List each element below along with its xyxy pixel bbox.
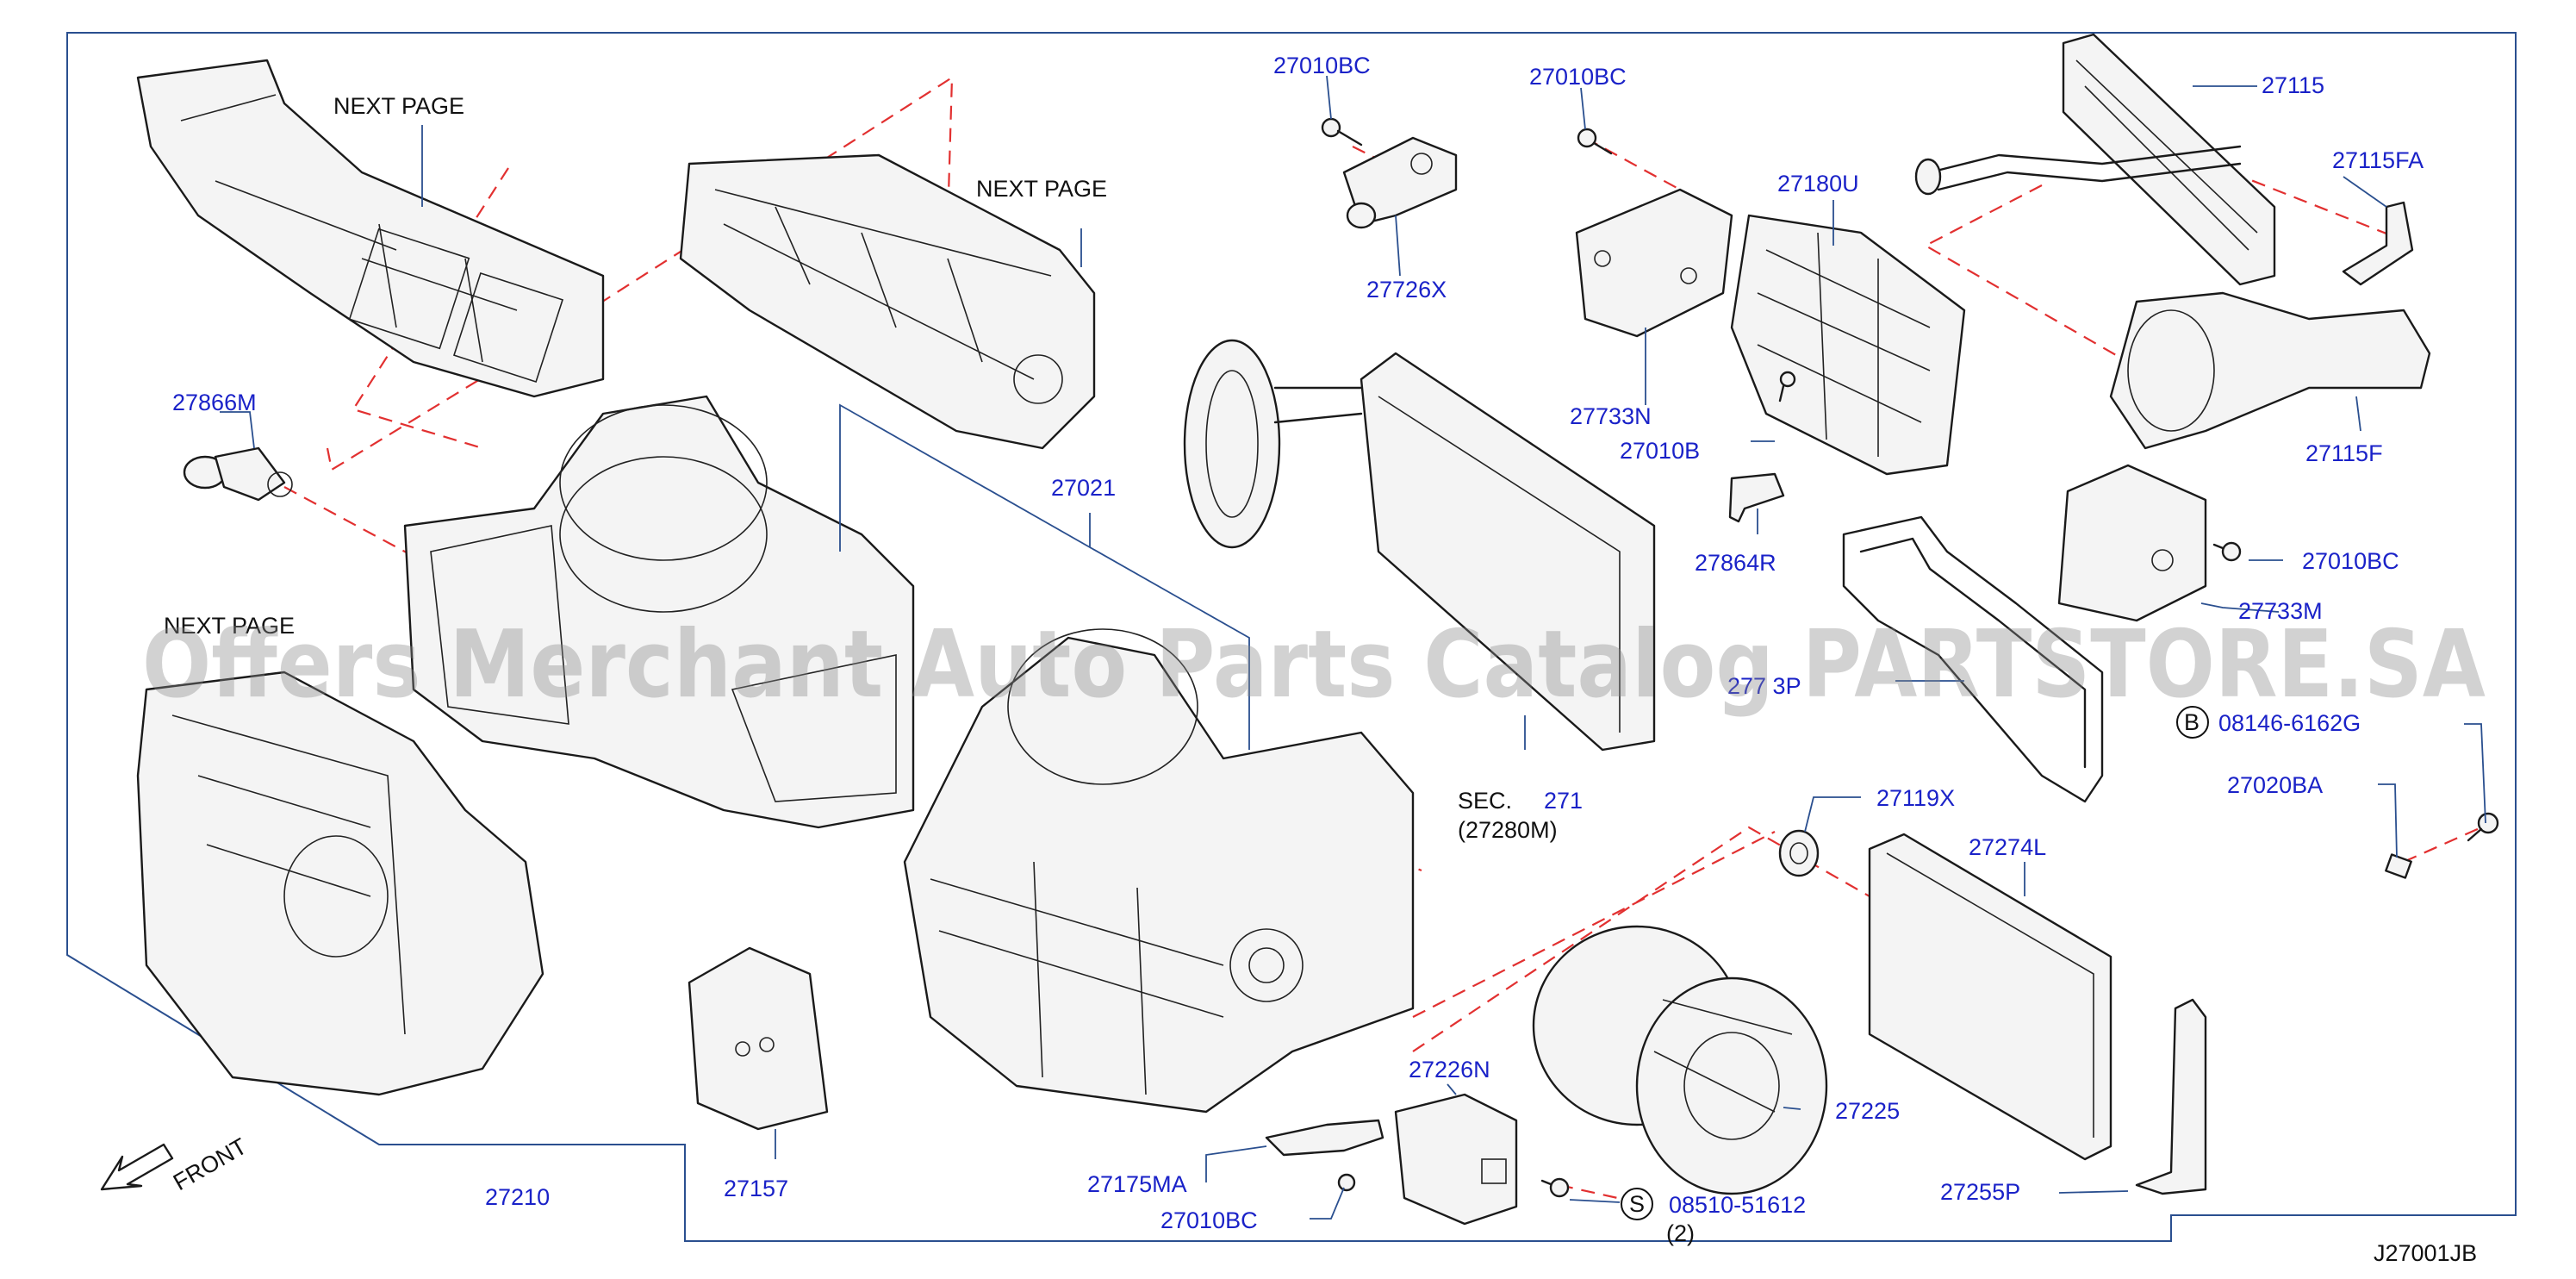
part-27020ba-label[interactable]: 27020BA bbox=[2227, 772, 2323, 798]
blower-motor-27225-part bbox=[1532, 925, 1828, 1195]
part-27157-label[interactable]: 27157 bbox=[724, 1176, 788, 1201]
part-08146-label[interactable]: 08146-6162G bbox=[2218, 710, 2361, 736]
part-27119x-label[interactable]: 27119X bbox=[1876, 785, 1955, 811]
part-27021-label[interactable]: 27021 bbox=[1051, 475, 1116, 501]
gear-27119x-part bbox=[1778, 829, 1820, 877]
part-27115-label[interactable]: 27115 bbox=[2262, 72, 2324, 98]
bolt-08146-part bbox=[2467, 812, 2499, 842]
next-page-label-3: NEXT PAGE bbox=[164, 613, 295, 639]
lower-case-27210-part bbox=[136, 671, 544, 1096]
screw-top-1-part bbox=[1321, 117, 1363, 147]
evaporator-part bbox=[1183, 339, 1656, 752]
clip-27115fa-part bbox=[2342, 201, 2414, 286]
part-27115f-label[interactable]: 27115F bbox=[2305, 440, 2383, 466]
screw-prefix-circle-s bbox=[1621, 1188, 1653, 1220]
part-27226n-label[interactable]: 27226N bbox=[1409, 1057, 1490, 1082]
leader-lines bbox=[220, 75, 2486, 1220]
filter-housing-27180u-part bbox=[1730, 214, 1966, 476]
part-27010bc-label-a[interactable]: 27010BC bbox=[1273, 53, 1371, 78]
part-27180u-label[interactable]: 27180U bbox=[1777, 171, 1859, 197]
strip-27255p-part bbox=[2135, 998, 2207, 1195]
part-08510-label[interactable]: 08510-51612 bbox=[1669, 1192, 1806, 1218]
heater-core-27115-part bbox=[1914, 33, 2276, 286]
pipe-27773p-part bbox=[1842, 515, 2104, 803]
section-sub-label: (27280M) bbox=[1458, 817, 1558, 843]
resistor-27226n-part bbox=[1394, 1093, 1518, 1226]
front-label: FRONT bbox=[169, 1133, 252, 1195]
part-27010bc-label-d[interactable]: 27010BC bbox=[1160, 1207, 1258, 1233]
part-27225-label[interactable]: 27225 bbox=[1835, 1098, 1900, 1124]
front-arrow-icon bbox=[100, 1143, 174, 1191]
part-27115fa-label[interactable]: 27115FA bbox=[2332, 147, 2424, 173]
watermark-text: Offers Merchant Auto Parts Catalog PARTS… bbox=[142, 611, 2486, 719]
next-page-label-1: NEXT PAGE bbox=[333, 93, 464, 119]
part-27255p-label[interactable]: 27255P bbox=[1940, 1179, 2020, 1205]
part-27864r-label[interactable]: 27864R bbox=[1695, 550, 1776, 576]
actuator-27733m-part bbox=[2057, 464, 2207, 622]
duct-27115f-part bbox=[2109, 291, 2431, 450]
upper-duct-part bbox=[136, 59, 605, 398]
filter-27274l-part bbox=[1868, 833, 2112, 1161]
screw-prefix-s: S bbox=[1629, 1191, 1645, 1217]
part-27726x-label[interactable]: 27726X bbox=[1366, 277, 1447, 303]
bolt-prefix-circle-b bbox=[2176, 706, 2209, 739]
part-27010bc-label-c[interactable]: 27010BC bbox=[2302, 548, 2399, 574]
part-27733n-label[interactable]: 27733N bbox=[1570, 403, 1652, 429]
next-page-label-2: NEXT PAGE bbox=[976, 176, 1107, 202]
fitting-27866m-part bbox=[183, 446, 293, 502]
sensor-27864r-part bbox=[1728, 472, 1785, 523]
diagram-code: J27001JB bbox=[2374, 1240, 2477, 1266]
heater-case-upper-part bbox=[679, 153, 1096, 450]
section-number[interactable]: 271 bbox=[1544, 788, 1583, 814]
part-27175ma-label[interactable]: 27175MA bbox=[1087, 1171, 1187, 1197]
section-label: SEC. bbox=[1458, 788, 1512, 814]
part-27010b-label[interactable]: 27010B bbox=[1620, 438, 1700, 464]
screw-27010b-part bbox=[1778, 371, 1796, 402]
part-27733m-label[interactable]: 27733M bbox=[2238, 598, 2323, 624]
screw-27175ma-part bbox=[1337, 1173, 1356, 1192]
part-277-3p-label[interactable]: 277 3P bbox=[1727, 673, 1801, 699]
bolt-prefix-b: B bbox=[2184, 709, 2200, 735]
actuator-27726x-part bbox=[1342, 136, 1458, 229]
part-27274l-label[interactable]: 27274L bbox=[1969, 834, 2046, 860]
screw-top-2-part bbox=[1577, 128, 1613, 155]
part-27010bc-label-b[interactable]: 27010BC bbox=[1529, 64, 1627, 90]
screw-27733m-part bbox=[2212, 541, 2242, 562]
part-labels: NEXT PAGE NEXT PAGE NEXT PAGE 27010BC 27… bbox=[164, 53, 2477, 1266]
bracket-27175ma-part bbox=[1265, 1119, 1384, 1157]
part-08510-qty: (2) bbox=[1666, 1220, 1695, 1246]
clip-27020ba-part bbox=[2385, 853, 2412, 879]
actuator-27733n-part bbox=[1575, 188, 1733, 338]
part-27210-label[interactable]: 27210 bbox=[485, 1184, 550, 1210]
part-27866m-label[interactable]: 27866M bbox=[172, 390, 257, 415]
screw-08510-part bbox=[1540, 1177, 1570, 1198]
cover-27157-part bbox=[688, 946, 829, 1131]
heater-unit-part bbox=[903, 628, 1415, 1114]
blower-housing-27021-part bbox=[403, 395, 915, 829]
